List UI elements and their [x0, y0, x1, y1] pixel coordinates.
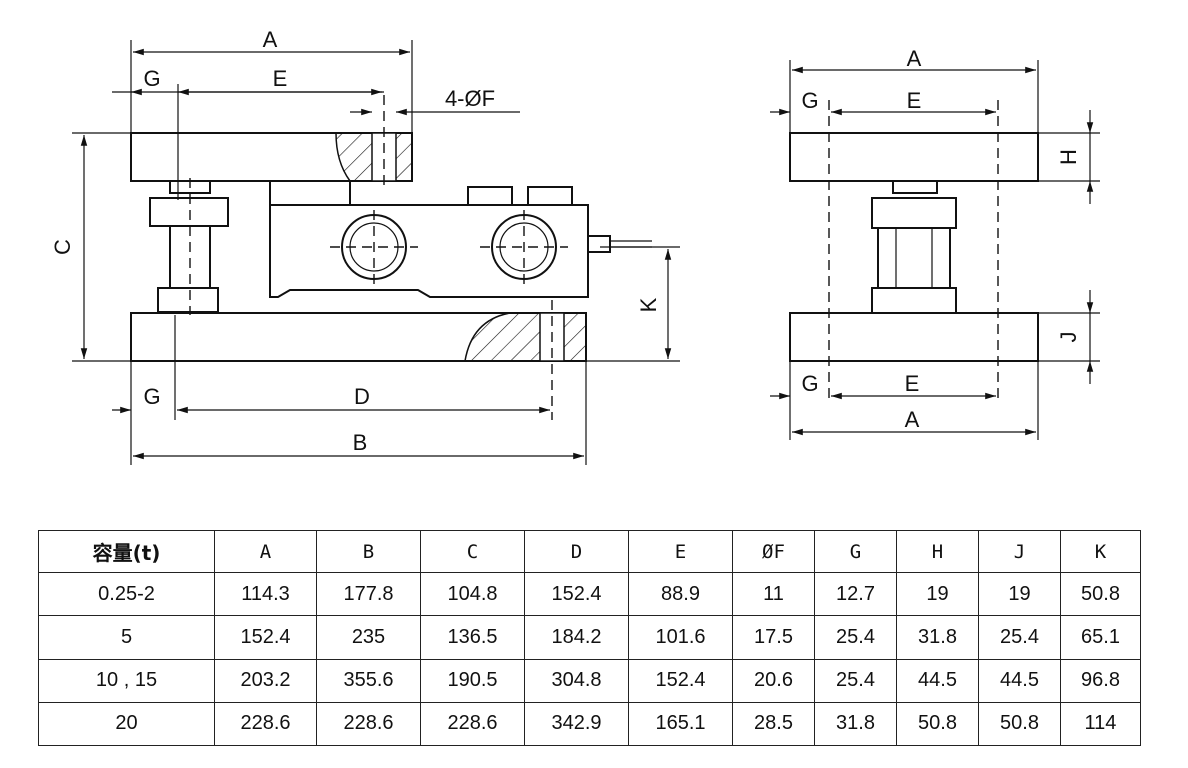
table-cell: 342.9 [524, 701, 629, 747]
technical-drawing: A G E 4-ØF C K G D B [50, 27, 1100, 465]
front-bottom-plate [789, 312, 1039, 362]
table-cell: 88.9 [628, 571, 733, 617]
header-a: A [214, 530, 317, 573]
table-cell: 228.6 [316, 701, 421, 747]
front-dim-j-label: J [1056, 332, 1081, 343]
table-cell: 228.6 [420, 701, 525, 747]
table-cell: 136.5 [420, 615, 525, 660]
table-cell: 28.5 [732, 701, 815, 747]
table-cell: 19 [978, 571, 1061, 617]
table-cell: 101.6 [628, 615, 733, 660]
header-d: D [524, 530, 629, 573]
dim-f-label: 4-ØF [445, 86, 495, 111]
table-cell: 10 , 15 [38, 658, 215, 703]
front-top-plate [789, 132, 1039, 182]
front-view: A G E H J G E A [770, 46, 1100, 440]
table-cell: 190.5 [420, 658, 525, 703]
table-cell: 25.4 [978, 615, 1061, 660]
header-h: H [896, 530, 979, 573]
dim-c-label: C [50, 239, 75, 255]
table-cell: 0.25-2 [38, 571, 215, 617]
side-view: A G E 4-ØF C K G D B [50, 27, 680, 465]
header-f: ØF [732, 530, 815, 573]
dim-k-label: K [636, 297, 661, 312]
front-dim-h-label: H [1056, 149, 1081, 165]
header-b: B [316, 530, 421, 573]
table-cell: 50.8 [1060, 571, 1141, 617]
dim-e-label: E [273, 66, 288, 91]
table-cell: 235 [316, 615, 421, 660]
table-cell: 50.8 [978, 701, 1061, 747]
table-cell: 114 [1060, 701, 1141, 747]
table-cell: 19 [896, 571, 979, 617]
table-cell: 50.8 [896, 701, 979, 747]
table-cell: 114.3 [214, 571, 317, 617]
table-cell: 152.4 [628, 658, 733, 703]
table-cell: 31.8 [896, 615, 979, 660]
table-cell: 152.4 [524, 571, 629, 617]
table-cell: 25.4 [814, 615, 897, 660]
table-cell: 152.4 [214, 615, 317, 660]
table-cell: 44.5 [978, 658, 1061, 703]
dim-g-bottom-label: G [143, 384, 160, 409]
header-capacity: 容量(t) [38, 530, 215, 573]
header-k: K [1060, 530, 1141, 573]
dim-b-label: B [353, 430, 368, 455]
table-header-row: 容量(t) A B C D E ØF G H J K [38, 530, 1141, 573]
front-dim-a-top-label: A [907, 46, 922, 71]
table-cell: 104.8 [420, 571, 525, 617]
header-c: C [420, 530, 525, 573]
table-cell: 165.1 [628, 701, 733, 747]
table-cell: 177.8 [316, 571, 421, 617]
table-cell: 184.2 [524, 615, 629, 660]
dim-a-label: A [263, 27, 278, 52]
table-cell: 44.5 [896, 658, 979, 703]
table-cell: 20.6 [732, 658, 815, 703]
table-cell: 65.1 [1060, 615, 1141, 660]
front-dim-a-bottom-label: A [905, 407, 920, 432]
front-dim-e-top-label: E [907, 88, 922, 113]
header-e: E [628, 530, 733, 573]
table-cell: 31.8 [814, 701, 897, 747]
table-cell: 12.7 [814, 571, 897, 617]
table-cell: 5 [38, 615, 215, 660]
header-g: G [814, 530, 897, 573]
bottom-plate-section [464, 312, 587, 362]
table-cell: 96.8 [1060, 658, 1141, 703]
table-cell: 203.2 [214, 658, 317, 703]
front-dim-g-bottom-label: G [801, 371, 818, 396]
table-cell: 11 [732, 571, 815, 617]
table-cell: 355.6 [316, 658, 421, 703]
table-cell: 25.4 [814, 658, 897, 703]
front-dim-e-bottom-label: E [905, 371, 920, 396]
table-cell: 228.6 [214, 701, 317, 747]
table-cell: 20 [38, 701, 215, 747]
front-dim-g-top-label: G [801, 88, 818, 113]
dim-d-label: D [354, 384, 370, 409]
dim-g-top-label: G [143, 66, 160, 91]
table-cell: 17.5 [732, 615, 815, 660]
header-j: J [978, 530, 1061, 573]
table-cell: 304.8 [524, 658, 629, 703]
